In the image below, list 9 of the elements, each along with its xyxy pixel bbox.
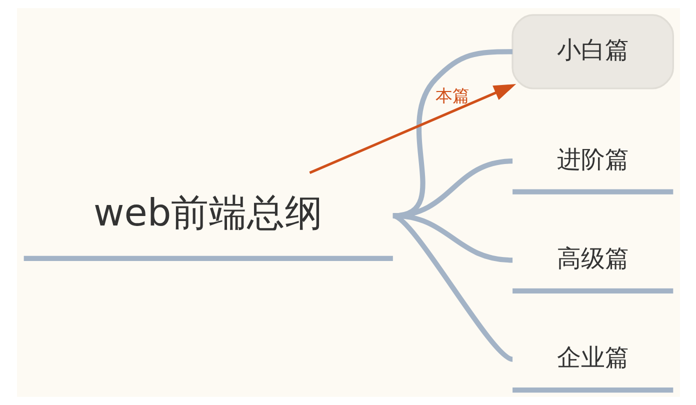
connector <box>391 213 514 362</box>
edge-label: 本篇 <box>435 86 470 106</box>
node-text: 企业篇 <box>556 344 628 372</box>
node-text: 进阶篇 <box>556 145 628 174</box>
arrow <box>308 84 516 174</box>
node-text: 高级篇 <box>556 244 628 272</box>
node-text: web前端总纲 <box>93 190 323 234</box>
node-box: 小白篇 <box>511 14 674 90</box>
connector <box>392 213 512 263</box>
